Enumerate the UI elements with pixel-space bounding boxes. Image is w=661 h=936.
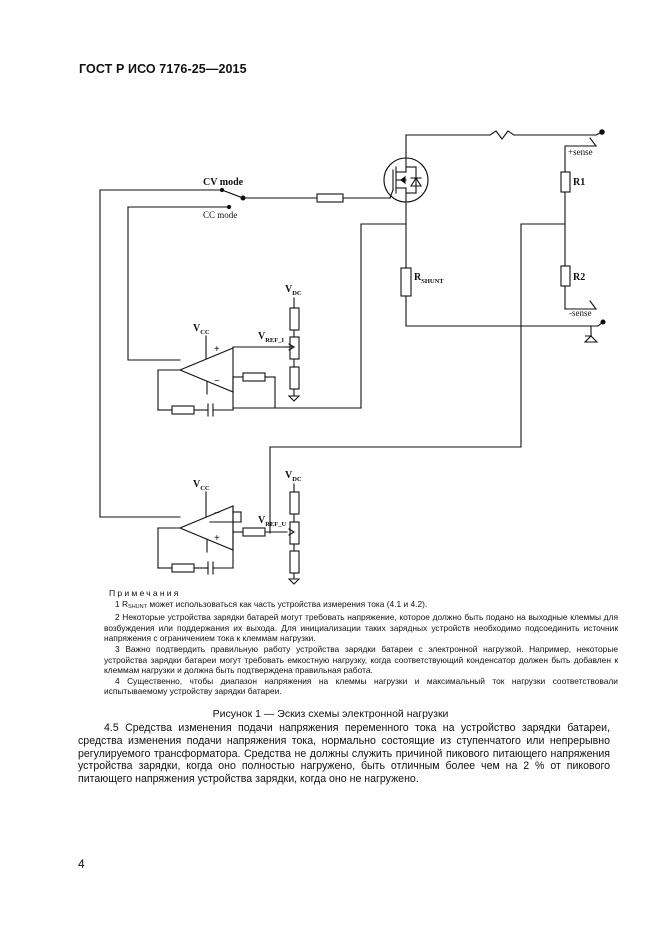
r1-label: R1 [573,177,585,188]
lower-opamp-minus: − [214,508,220,519]
note-2: 2 Некоторые устройства зарядки батарей м… [104,612,618,644]
cc-mode-label: CC mode [203,210,237,220]
vdc-bottom-label: VDC [285,470,302,483]
body-section: 4.5 Средства изменения подачи напряжения… [78,722,610,786]
upper-opamp-plus: + [214,344,220,355]
lower-opamp-plus: + [214,533,220,544]
notes-title: Примечания [109,588,181,598]
r2-label: R2 [573,272,585,283]
shunt-resistor [400,267,412,297]
upper-opamp-minus: − [214,376,220,387]
figure-notes: Примечания 1 RSHUNT может использоваться… [104,588,618,697]
vcc-bottom-label: VCC [193,479,210,492]
note-1: 1 RSHUNT может использоваться как часть … [115,598,428,610]
r2-resistor [560,265,571,287]
note-4: 4 Существенно, чтобы диапазон напряжения… [104,675,618,697]
vcc-top-label: VCC [193,323,210,336]
vref-i-label: VREF_I [258,331,284,344]
fuse-symbol [489,130,515,140]
figure-caption: Рисунок 1 — Эскиз схемы электронной нагр… [212,708,449,720]
plus-terminal [599,129,605,135]
mode-switch-arm [221,189,244,199]
cv-mode-label: CV mode [203,177,244,188]
r1-resistor [560,171,571,193]
vdc-top-label: VDC [285,284,302,297]
upper-opamp [178,347,234,393]
circuit-diagram: CV mode CC mode RSHUNT R1 R2 +sense -sen… [99,129,606,585]
r-shunt-label: RSHUNT [414,272,444,285]
document-header: ГОСТ Р ИСО 7176-25—2015 [79,62,247,76]
paragraph-4-5: 4.5 Средства изменения подачи напряжения… [78,722,610,786]
vref-u-label: VREF_U [258,515,286,528]
plus-sense-label: +sense [568,147,593,157]
minus-sense-label: -sense [569,308,592,318]
page-number: 4 [78,857,85,871]
gate-resistor [316,193,344,203]
note-3: 3 Важно подтвердить правильную работу ус… [104,643,618,676]
minus-terminal [600,319,606,325]
